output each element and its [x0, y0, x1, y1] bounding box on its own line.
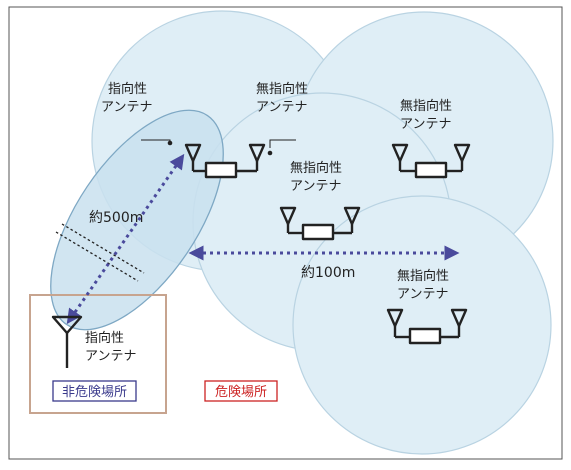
label-directional-1-line1: 指向性	[108, 81, 147, 97]
hazardous-label: 危険場所	[215, 385, 267, 400]
label-omni-2-line2: アンテナ	[400, 117, 451, 132]
antenna-icon	[279, 206, 297, 226]
label-omni-1-line2: アンテナ	[256, 100, 307, 115]
non-hazardous-tag: 非危険場所	[52, 380, 137, 402]
label-omni-4-line2: アンテナ	[397, 287, 448, 302]
leader-dot-omni	[267, 150, 273, 156]
device-box	[301, 223, 335, 241]
antenna-icon	[184, 143, 202, 163]
text-labels: 指向性 アンテナ 無指向性 アンテナ 無指向性 アンテナ 無指向性 アンテナ 無…	[85, 81, 452, 364]
label-omni-3-line2: アンテナ	[290, 179, 341, 194]
leader-dot-directional	[167, 140, 173, 146]
label-distance-500m: 約500m	[89, 210, 143, 226]
label-directional-2-line2: アンテナ	[85, 349, 136, 364]
label-omni-3-line1: 無指向性	[290, 160, 342, 176]
coverage-circle-4	[292, 195, 552, 455]
device-box	[414, 161, 448, 179]
antenna-icon	[391, 143, 409, 163]
antenna-icon	[343, 206, 361, 226]
label-omni-2-line1: 無指向性	[400, 98, 452, 114]
device-box	[204, 161, 238, 179]
directional-antenna-standalone	[51, 315, 83, 368]
antenna-unit-3	[279, 206, 361, 241]
label-directional-1-line2: アンテナ	[101, 100, 152, 115]
antenna-unit-2	[391, 143, 471, 179]
device-box	[408, 327, 442, 345]
antenna-icon	[248, 143, 266, 163]
label-directional-2-line1: 指向性	[85, 330, 124, 346]
antenna-unit-4	[386, 308, 468, 345]
hazardous-tag: 危険場所	[204, 380, 278, 402]
label-omni-1-line1: 無指向性	[256, 81, 308, 97]
antenna-icon	[450, 308, 468, 328]
label-omni-4-line1: 無指向性	[397, 268, 449, 284]
antenna-icon	[453, 143, 471, 163]
label-distance-100m: 約100m	[301, 265, 355, 281]
non-hazardous-label: 非危険場所	[62, 385, 127, 400]
antenna-unit-1	[184, 143, 266, 179]
antenna-units	[184, 143, 471, 345]
antenna-icon	[386, 308, 404, 328]
